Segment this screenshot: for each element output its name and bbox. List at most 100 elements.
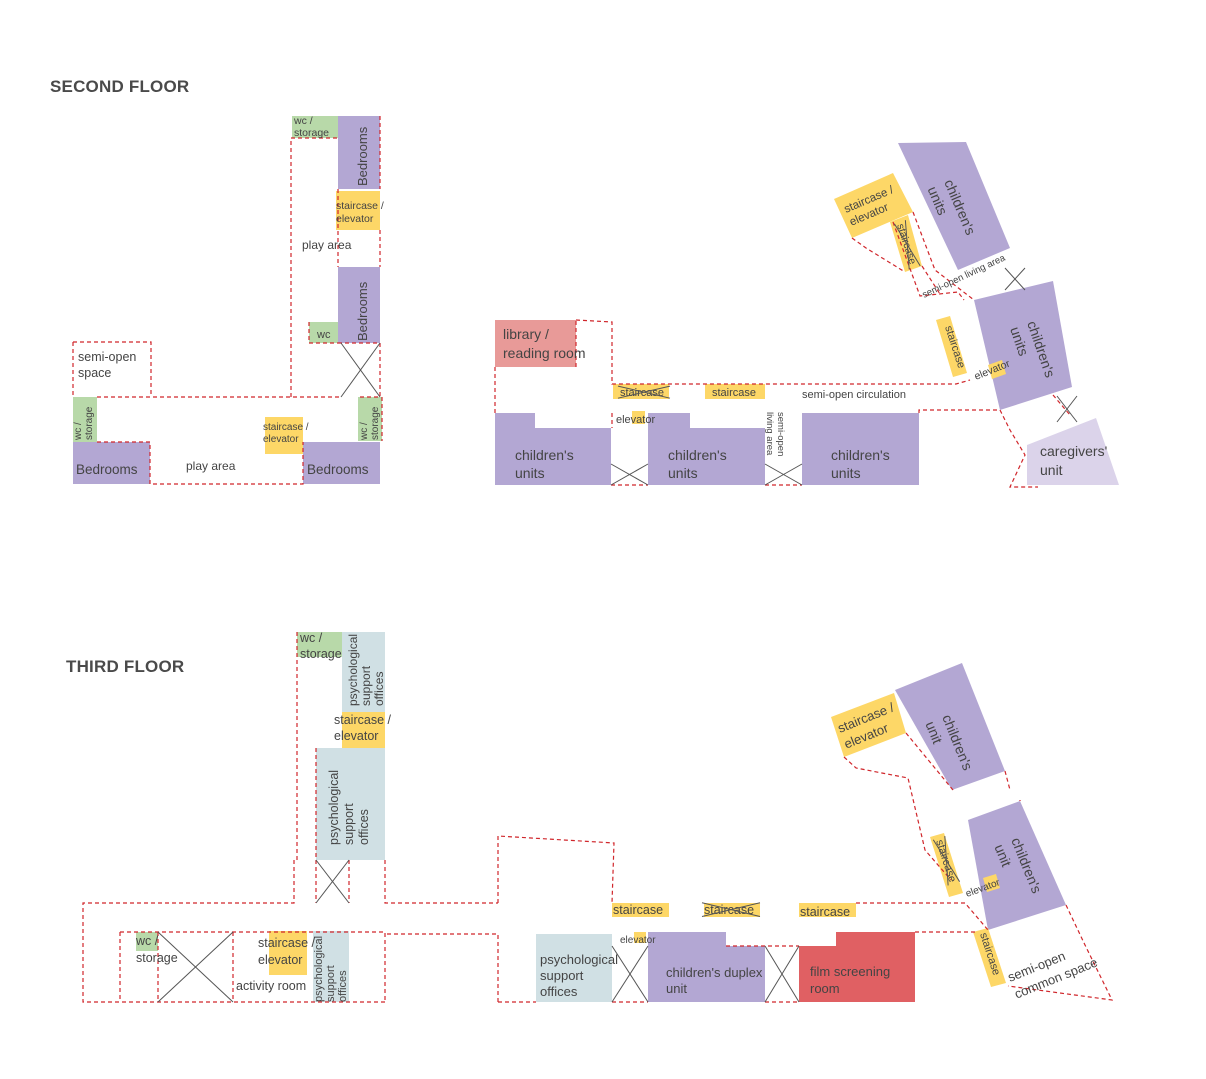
childrens-units-room [495, 413, 611, 485]
void-cross [340, 342, 381, 398]
room-label: staircase /elevator [334, 713, 391, 743]
elevator-block [632, 411, 645, 424]
void-cross [764, 945, 800, 1003]
bedrooms-room [338, 116, 380, 189]
room-label: activity room [236, 979, 306, 993]
staircase-elevator-core [834, 173, 913, 238]
childrens-units-room [802, 413, 919, 485]
staircase-elevator-core [265, 417, 303, 454]
room-label: staircase [613, 903, 663, 917]
staircase-block [799, 903, 856, 917]
room-label: wc [316, 329, 331, 341]
film-screening-room [799, 932, 915, 1002]
void-cross [764, 463, 803, 486]
circulation-outline [611, 409, 1000, 486]
room-label: play area [302, 238, 352, 252]
room-label: staircase [712, 387, 756, 399]
play-area-outline [290, 137, 381, 397]
library-room [495, 320, 576, 367]
room-label: semi-opencommon space [1006, 938, 1100, 1002]
psych-office-room [316, 748, 385, 860]
third-floor-outline [1007, 800, 1114, 1001]
room-label: psychologicalsupportoffices [327, 770, 371, 845]
void-cross [610, 463, 649, 486]
room-label: elevator [616, 414, 655, 426]
third-floor-outline [498, 945, 799, 1003]
corridor-outline [308, 322, 381, 398]
elevator-block [983, 874, 1000, 892]
second-floor-title: SECOND FLOOR [50, 77, 190, 96]
childrens-unit-room [895, 663, 1005, 790]
staircase-elevator-core [342, 712, 385, 748]
staircase-elevator-core [831, 693, 906, 757]
room-label: play area [186, 459, 236, 473]
wc-storage-room [358, 397, 382, 441]
third-floor-outline [119, 748, 386, 1002]
third-floor-outline [157, 932, 499, 1002]
childrens-units-room [974, 281, 1072, 410]
room-label: semi-openliving area [764, 412, 786, 456]
room-label: wc /storage [135, 934, 178, 965]
void-crosses [157, 267, 1078, 1003]
semi-open-space-outline [72, 341, 152, 397]
circulation-outline [851, 221, 965, 301]
caregivers-unit-room [1027, 418, 1119, 485]
room-label: Bedrooms [307, 462, 369, 477]
room-label: wc /storage [359, 406, 381, 441]
staircase-elevator-core [336, 191, 380, 230]
wc-storage-room [73, 397, 97, 442]
psych-office-room [536, 934, 612, 1002]
wc-storage-room [292, 116, 338, 138]
void-cross [1056, 395, 1078, 423]
bedrooms-room [303, 442, 380, 484]
bedrooms-room [73, 442, 150, 484]
room-fills [73, 116, 1119, 1002]
room-label: Bedrooms [355, 281, 370, 341]
room-label: staircase [800, 905, 850, 919]
void-cross [1004, 267, 1026, 291]
room-label: staircase /elevator [336, 200, 384, 225]
third-floor-outline [82, 632, 498, 1003]
void-cross [611, 945, 649, 1003]
room-label: wc /storage [299, 631, 342, 661]
staircase-block [612, 903, 669, 917]
dashed-outlines [72, 116, 1114, 1003]
room-label: staircase /elevator [263, 422, 309, 445]
childrens-unit-room [968, 801, 1066, 930]
room-label: wc /storage [293, 115, 329, 139]
circulation-outline [999, 394, 1071, 488]
third-floor-title: THIRD FLOOR [66, 657, 185, 676]
circulation-outline [494, 319, 971, 413]
wc-room [309, 322, 338, 343]
room-label: Bedrooms [355, 126, 370, 186]
third-floor-outline [497, 835, 989, 933]
room-label: library /reading room [503, 326, 586, 361]
room-label: staircase /elevator [258, 936, 315, 967]
elevator-block [634, 932, 646, 943]
staircase-block [705, 384, 765, 399]
room-label: semi-open circulation [802, 389, 906, 401]
room-label: elevator [620, 935, 656, 946]
staircase-block [936, 316, 967, 377]
circulation-outline [912, 211, 975, 301]
void-cross [157, 931, 234, 1003]
room-label: caregivers'unit [1040, 443, 1107, 478]
childrens-units-room [648, 413, 765, 485]
psych-office-room [342, 632, 385, 712]
childrens-units-room [898, 142, 1010, 270]
wc-storage-room [297, 632, 342, 657]
childrens-duplex-room [648, 932, 765, 1002]
third-floor-outline [843, 732, 1011, 881]
room-label: Bedrooms [76, 462, 138, 477]
psych-office-room [313, 931, 349, 1002]
staircase-block [973, 928, 1006, 987]
room-label: psychologicalsupportoffices [313, 936, 349, 1002]
play-area-outline [97, 396, 383, 485]
